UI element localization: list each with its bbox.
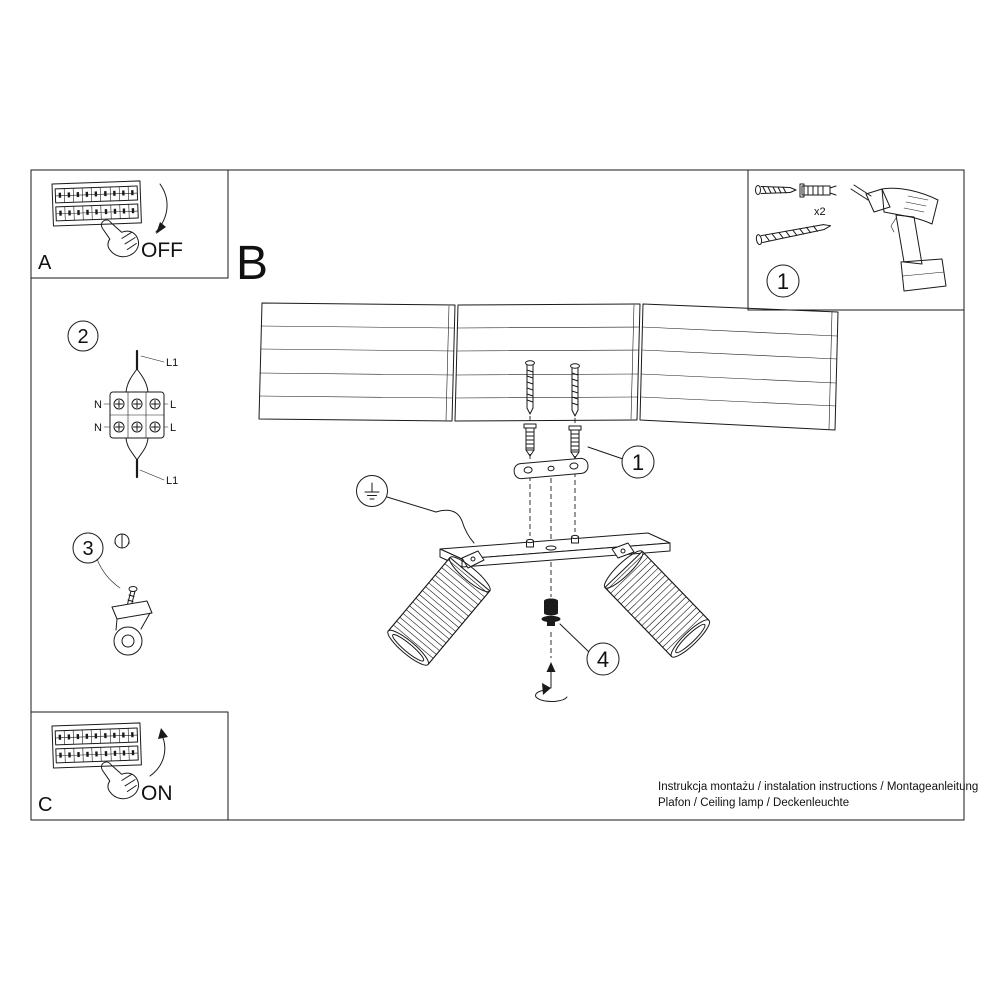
switch-off-arrow-icon xyxy=(155,183,168,234)
breaker-panel-icon xyxy=(50,721,143,770)
mounting-screw-right-icon xyxy=(570,363,580,417)
hand-icon xyxy=(100,219,139,258)
wiring-diagram: 2 L1 N L N L L1 xyxy=(67,320,178,487)
terminal-block xyxy=(109,391,165,439)
lamp-shade-left xyxy=(387,556,491,666)
wall-plug-right-icon xyxy=(568,425,582,459)
rotation-arrow-icon xyxy=(535,662,568,702)
panel-a: OFF A xyxy=(30,169,229,279)
ceiling-board-middle xyxy=(454,303,641,422)
step-1-number: 1 xyxy=(777,269,789,294)
base-post-left xyxy=(526,538,534,548)
wire-label-l-top: L xyxy=(170,399,176,411)
adjust-step-number: 4 xyxy=(597,647,609,672)
ground-wire xyxy=(435,509,475,544)
hand-icon xyxy=(100,761,139,800)
off-label: OFF xyxy=(141,239,183,262)
footer: Instrukcja montażu / instalation instruc… xyxy=(658,781,978,809)
wire-label-l1-bottom: L1 xyxy=(166,475,178,487)
wire-label-n-bottom: N xyxy=(94,422,102,434)
panel-a-label: A xyxy=(38,252,52,274)
quantity-label: x2 xyxy=(814,206,826,218)
ground-screw-icon xyxy=(113,533,131,549)
ceiling-board-left xyxy=(258,302,456,422)
breaker-panel-icon xyxy=(50,179,143,228)
ground-symbol xyxy=(356,475,437,513)
anchor-step-number: 1 xyxy=(632,450,644,475)
mounting-screw-left-icon xyxy=(525,360,535,415)
lamp-shade-right xyxy=(603,550,711,658)
step-3-badge: 3 xyxy=(72,532,104,564)
step-3-number: 3 xyxy=(82,538,93,560)
shade-bracket-right xyxy=(611,542,635,559)
adjust-step-badge: 4 xyxy=(559,623,620,676)
anchor-step-badge: 1 xyxy=(587,445,655,479)
wall-plug-icon xyxy=(799,183,837,198)
terminal-screws xyxy=(113,398,161,433)
wire-label-l-bottom: L xyxy=(170,422,176,434)
screw-diagonal-icon xyxy=(755,224,832,246)
switch-on-arrow-icon xyxy=(149,728,168,777)
ground-clamp-icon xyxy=(111,586,153,656)
ceiling-boards xyxy=(258,302,839,431)
main-frame xyxy=(30,169,965,821)
step-2-badge: 2 xyxy=(67,320,99,352)
cable-bottom-wires xyxy=(125,437,149,461)
ceiling-board-right xyxy=(639,303,839,431)
mounting-assembly: 1 xyxy=(513,360,655,658)
drill-icon xyxy=(850,184,947,292)
on-label: ON xyxy=(141,782,173,805)
adjustment-screw-icon xyxy=(541,598,561,626)
hardware-panel: x2 1 xyxy=(747,169,965,311)
panel-b-label: B xyxy=(236,237,268,290)
step-3-leader xyxy=(96,558,121,589)
step-2-number: 2 xyxy=(77,326,88,348)
mounting-bracket xyxy=(513,457,589,480)
wall-plug-left-icon xyxy=(523,423,537,457)
footer-line-1: Instrukcja montażu / instalation instruc… xyxy=(658,781,978,793)
wire-label-n-top: N xyxy=(94,399,102,411)
cable-top-wires xyxy=(125,368,149,393)
base-post-right xyxy=(571,534,579,544)
ground-clamp-step: 3 xyxy=(72,532,153,656)
ceiling-lamp: 4 xyxy=(387,532,711,702)
footer-line-2: Plafon / Ceiling lamp / Deckenleuchte xyxy=(658,797,849,809)
panel-c-label: C xyxy=(38,794,52,816)
panel-c: ON C xyxy=(30,711,229,821)
wire-label-l1-top: L1 xyxy=(166,357,178,369)
screw-icon xyxy=(755,185,797,195)
step-1-badge: 1 xyxy=(766,264,800,298)
